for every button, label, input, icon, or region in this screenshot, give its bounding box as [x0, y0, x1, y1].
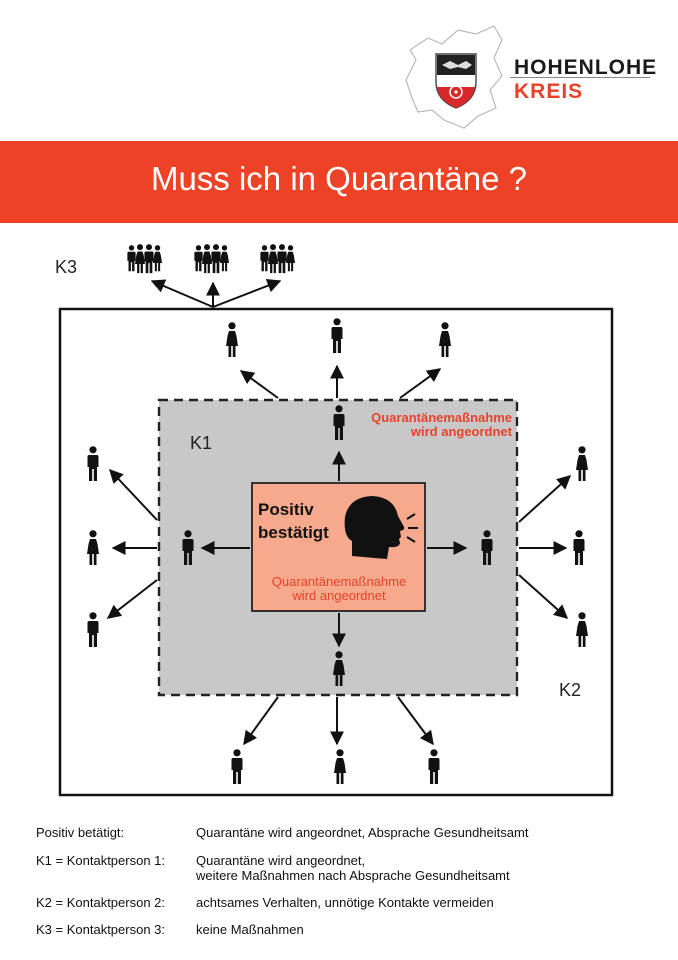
k1-arrows — [200, 450, 468, 648]
speaking-head-icon — [344, 496, 418, 559]
positive-box — [251, 482, 426, 612]
k3-arrows — [150, 279, 282, 308]
hohenlohe-map-logo — [405, 25, 503, 129]
title-banner — [0, 141, 678, 223]
k3-person-group-icon — [127, 244, 162, 273]
positive-confirmed-label: Positiv bestätigt — [258, 500, 329, 542]
k3-person-group-icon — [260, 244, 295, 273]
coat-of-arms-icon — [435, 53, 477, 109]
contact-diagram — [58, 230, 614, 797]
k2-arrows — [106, 364, 572, 746]
k3-label: K3 — [55, 257, 78, 277]
k1-quarantine-note: Quarantänemaßnahme wird angeordnet — [371, 410, 512, 439]
page-title: Muss ich in Quarantäne ? — [150, 160, 528, 197]
logo-word-hohenlohe: HOHENLOHE — [514, 56, 658, 79]
logo-divider — [510, 77, 650, 78]
k3-person-group-icon — [194, 244, 229, 273]
k2-label: K2 — [559, 680, 582, 700]
logo-word-kreis: KREIS — [514, 80, 584, 103]
positive-quarantine-note: Quarantänemaßnahme wird angeordnet — [271, 574, 407, 603]
k1-label: K1 — [190, 433, 213, 453]
